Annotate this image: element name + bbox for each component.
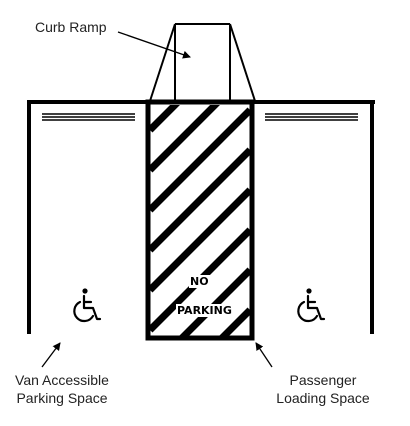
- parking-text: PARKING: [176, 304, 233, 317]
- van-label-line-1: Van Accessible: [15, 372, 109, 388]
- no-text: NO: [189, 275, 210, 288]
- passenger-loading-label: Passenger Loading Space: [268, 371, 378, 407]
- access-aisle: [145, 99, 255, 341]
- passenger-space-arrow: [255, 342, 273, 368]
- van-label-line-2: Parking Space: [16, 390, 108, 406]
- curb-ramp: [149, 23, 256, 102]
- wheelchair-icon: [297, 288, 326, 323]
- curb-ramp-arrow: [117, 31, 191, 59]
- van-space-wheel-stop: [42, 113, 135, 121]
- passenger-label-line-1: Passenger: [289, 372, 357, 388]
- van-space-arrow: [41, 342, 61, 368]
- curb-ramp-label: Curb Ramp: [35, 19, 107, 35]
- van-accessible-label: Van Accessible Parking Space: [6, 371, 118, 407]
- passenger-label-line-2: Loading Space: [276, 390, 370, 406]
- passenger-space-wheel-stop: [265, 113, 358, 121]
- wheelchair-icon: [73, 288, 102, 323]
